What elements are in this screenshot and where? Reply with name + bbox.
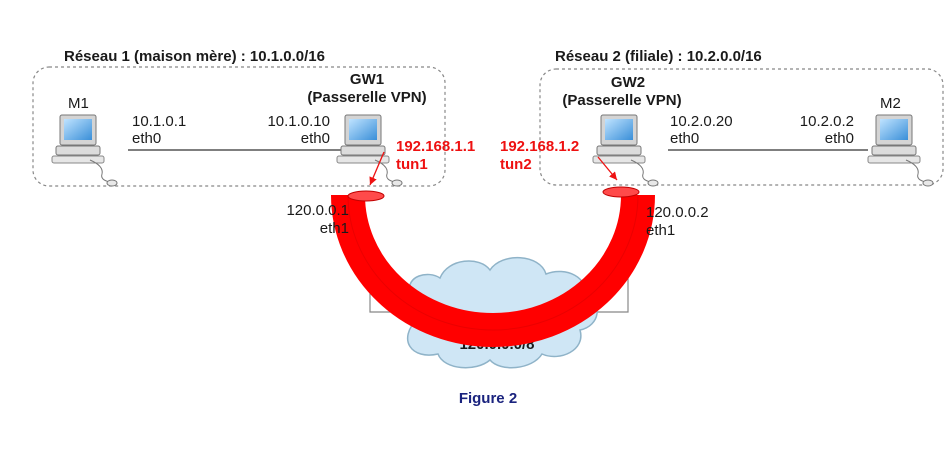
gw1-wan-ip: 120.0.0.1: [286, 202, 349, 219]
gw2-tun-ip: 192.168.1.2: [500, 138, 579, 155]
m1-computer: [51, 114, 118, 187]
desktop-computer-icon: [51, 114, 118, 187]
gw1-computer: [336, 114, 403, 187]
gw1-tun-iface: tun1: [396, 156, 428, 173]
gw2-name: GW2: [611, 74, 645, 91]
gw2-computer: [592, 114, 659, 187]
desktop-computer-icon: [592, 114, 659, 187]
gw1-lan-ip: 10.1.0.10: [267, 113, 330, 130]
gw2-tun-pointer: [597, 156, 618, 181]
gw2-role: (Passerelle VPN): [562, 92, 681, 109]
gw2-wan-iface: eth1: [646, 222, 675, 239]
m2-iface: eth0: [825, 130, 854, 147]
gw1-tun-ip: 192.168.1.1: [396, 138, 475, 155]
m2-ip: 10.2.0.2: [800, 113, 854, 130]
gw2-wan-ip: 120.0.0.2: [646, 204, 709, 221]
gw1-tun-pointer: [369, 151, 385, 186]
gw1-lan-iface: eth0: [301, 130, 330, 147]
network1-title: Réseau 1 (maison mère) : 10.1.0.0/16: [64, 48, 325, 65]
network2-boundary: [539, 68, 944, 186]
m1-name: M1: [68, 95, 89, 112]
vpn-tunnel: [331, 186, 655, 347]
m1-ip: 10.1.0.1: [132, 113, 186, 130]
gw1-name: GW1: [350, 71, 384, 88]
gw1-role: (Passerelle VPN): [307, 89, 426, 106]
gw2-tun-iface: tun2: [500, 156, 532, 173]
network2-title: Réseau 2 (filiale) : 10.2.0.0/16: [555, 48, 762, 65]
gw1-wan-iface: eth1: [320, 220, 349, 237]
gw2-lan-iface: eth0: [670, 130, 699, 147]
desktop-computer-icon: [336, 114, 403, 187]
figure-caption: Figure 2: [459, 390, 517, 407]
gw2-lan-ip: 10.2.0.20: [670, 113, 733, 130]
m2-computer: [867, 114, 934, 187]
m1-iface: eth0: [132, 130, 161, 147]
desktop-computer-icon: [867, 114, 934, 187]
m2-name: M2: [880, 95, 901, 112]
